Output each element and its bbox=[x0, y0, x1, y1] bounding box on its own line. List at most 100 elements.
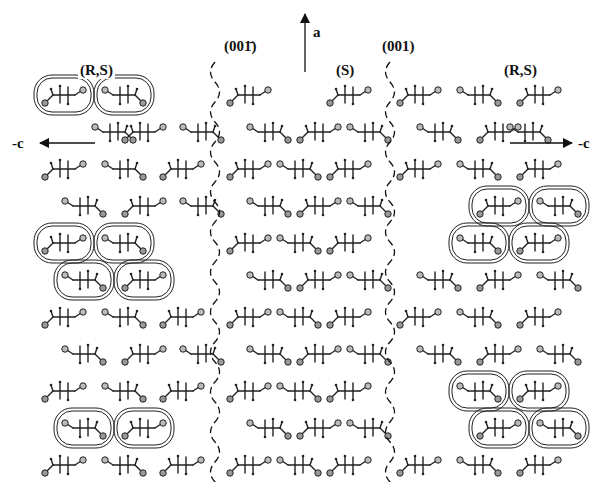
molecule bbox=[507, 122, 551, 144]
molecule bbox=[102, 233, 146, 255]
molecule bbox=[42, 159, 86, 181]
molecule-outline bbox=[452, 374, 506, 408]
molecule-outline bbox=[114, 408, 174, 448]
molecule bbox=[180, 344, 224, 366]
molecule-outline bbox=[532, 189, 586, 223]
molecule bbox=[417, 270, 461, 292]
molecule bbox=[122, 270, 166, 292]
molecule bbox=[327, 307, 371, 329]
molecule bbox=[347, 418, 391, 440]
molecule bbox=[347, 270, 391, 292]
molecule bbox=[457, 159, 501, 181]
molecule bbox=[62, 344, 106, 366]
molecule-outline bbox=[37, 78, 91, 112]
molecule bbox=[537, 418, 581, 440]
molecule bbox=[297, 270, 341, 292]
molecule bbox=[42, 455, 86, 477]
molecule bbox=[102, 85, 146, 107]
axis-label: -c bbox=[10, 135, 26, 152]
molecule-outline bbox=[97, 78, 151, 112]
molecule bbox=[42, 381, 86, 403]
molecule bbox=[227, 85, 271, 107]
molecule bbox=[62, 270, 106, 292]
molecule bbox=[397, 85, 441, 107]
molecule bbox=[537, 270, 581, 292]
molecule bbox=[102, 455, 146, 477]
molecule bbox=[517, 233, 561, 255]
molecule-outline bbox=[94, 75, 154, 115]
molecule-outline bbox=[529, 186, 589, 226]
molecule bbox=[457, 381, 501, 403]
molecule bbox=[42, 85, 86, 107]
molecule bbox=[347, 344, 391, 366]
molecule bbox=[122, 122, 166, 144]
molecule-outline bbox=[54, 260, 114, 300]
molecule bbox=[517, 307, 561, 329]
molecule-outline bbox=[34, 75, 94, 115]
molecule bbox=[227, 381, 271, 403]
molecule bbox=[517, 85, 561, 107]
molecule-outline bbox=[57, 263, 111, 297]
molecule bbox=[517, 455, 561, 477]
molecule bbox=[397, 159, 441, 181]
molecule-outline bbox=[509, 223, 569, 263]
molecule bbox=[347, 122, 391, 144]
molecule bbox=[477, 196, 521, 218]
molecule bbox=[477, 418, 521, 440]
molecule-outline bbox=[509, 371, 569, 411]
molecule-outline bbox=[34, 223, 94, 263]
molecule-outline bbox=[449, 223, 509, 263]
molecule bbox=[160, 381, 204, 403]
molecule bbox=[327, 85, 371, 107]
molecule bbox=[160, 455, 204, 477]
molecule bbox=[122, 344, 166, 366]
molecule-outline bbox=[469, 408, 529, 448]
molecule-outline bbox=[452, 226, 506, 260]
molecule bbox=[227, 455, 271, 477]
molecule-outline bbox=[117, 411, 171, 445]
region-label: (001̄) bbox=[222, 38, 259, 55]
molecule bbox=[297, 344, 341, 366]
molecule-outline bbox=[57, 411, 111, 445]
molecule bbox=[227, 159, 271, 181]
molecule bbox=[297, 196, 341, 218]
molecule bbox=[247, 270, 291, 292]
molecule bbox=[42, 307, 86, 329]
boundary-line bbox=[211, 62, 220, 482]
molecule-outline bbox=[472, 189, 526, 223]
molecule bbox=[247, 122, 291, 144]
molecule bbox=[277, 455, 321, 477]
molecule bbox=[92, 122, 136, 144]
molecule bbox=[227, 307, 271, 329]
molecule bbox=[122, 196, 166, 218]
molecule bbox=[397, 455, 441, 477]
axis-arrow bbox=[40, 142, 95, 143]
molecule bbox=[457, 85, 501, 107]
molecule bbox=[42, 233, 86, 255]
boundary-line bbox=[386, 62, 395, 482]
molecule bbox=[122, 418, 166, 440]
molecule bbox=[517, 159, 561, 181]
region-label: (S) bbox=[334, 62, 356, 79]
molecule-outline bbox=[472, 411, 526, 445]
molecule bbox=[327, 159, 371, 181]
molecule bbox=[277, 307, 321, 329]
molecule bbox=[477, 344, 521, 366]
molecule bbox=[537, 344, 581, 366]
molecule-outline bbox=[97, 226, 151, 260]
molecule bbox=[457, 233, 501, 255]
molecule bbox=[62, 196, 106, 218]
molecule bbox=[477, 122, 521, 144]
molecule bbox=[277, 381, 321, 403]
molecule-outline bbox=[449, 371, 509, 411]
molecule bbox=[327, 381, 371, 403]
molecule bbox=[457, 455, 501, 477]
molecule bbox=[327, 455, 371, 477]
axis-arrow bbox=[510, 142, 572, 143]
molecule bbox=[160, 307, 204, 329]
axis-label: -c bbox=[576, 135, 592, 152]
molecule-outline bbox=[117, 263, 171, 297]
molecule bbox=[277, 233, 321, 255]
molecule bbox=[227, 233, 271, 255]
molecule bbox=[537, 196, 581, 218]
